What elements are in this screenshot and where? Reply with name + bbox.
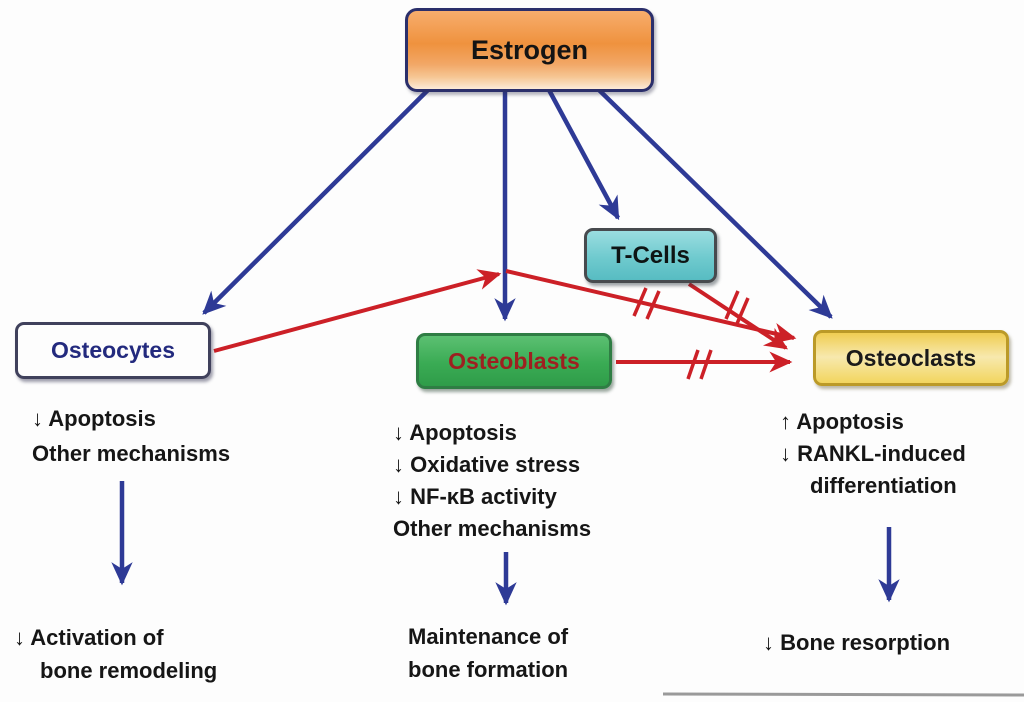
osteocytes-effects: ↓ Apoptosis Other mechanisms [32,401,230,471]
node-tcells: T-Cells [584,228,717,283]
osteoblasts-outcome: Maintenance of bone formation [408,620,568,686]
annotation-line: ↑ Apoptosis [780,409,904,434]
arrow-estrogen-to-osteocytes [202,88,430,315]
inhibition-mark [686,349,700,380]
node-osteocytes-label: Osteocytes [50,337,175,363]
inhibition-mark [734,297,750,327]
inhibition-mark [632,287,648,317]
osteoblasts-effects: ↓ Apoptosis ↓ Oxidative stress ↓ NF-κB a… [393,417,591,545]
node-estrogen-label: Estrogen [470,34,589,65]
annotation-line: ↓ Oxidative stress [393,452,581,477]
osteoclasts-effects: ↑ Apoptosis ↓ RANKL-induced differentiat… [780,406,966,502]
annotation-line: Other mechanisms [32,441,231,466]
node-tcells-label: T-Cells [611,241,690,269]
inhibition-mark [724,290,740,320]
annotation-line: ↓ Bone resorption [763,630,951,655]
node-estrogen: Estrogen [405,8,654,92]
baseline-rule [662,692,1024,697]
osteoclasts-outcome: ↓ Bone resorption [763,626,950,659]
annotation-line: Maintenance of [408,624,569,649]
node-osteoclasts: Osteoclasts [813,330,1009,386]
annotation-line: differentiation [810,473,957,498]
node-osteoblasts-label: Osteoblasts [448,347,580,374]
annotation-line: ↓ Activation of [14,625,164,650]
node-osteoclasts-label: Osteoclasts [845,344,977,371]
arrow-estrogen-to-tcells [547,88,620,221]
annotation-line: ↓ Apoptosis [32,406,156,431]
osteocytes-outcome: ↓ Activation of bone remodeling [14,621,217,687]
node-osteocytes: Osteocytes [15,322,211,379]
arrow-tcells-to-osteoclasts [687,282,789,350]
annotation-line: bone remodeling [40,658,218,683]
annotation-line: Other mechanisms [393,516,592,541]
inhibition-mark [699,349,713,380]
inhibition-mark [645,290,661,320]
annotation-line: bone formation [408,657,569,682]
annotation-line: ↓ NF-κB activity [393,484,557,509]
node-osteoblasts: Osteoblasts [416,333,612,389]
annotation-line: ↓ RANKL-induced [780,441,966,466]
annotation-line: ↓ Apoptosis [393,420,517,445]
